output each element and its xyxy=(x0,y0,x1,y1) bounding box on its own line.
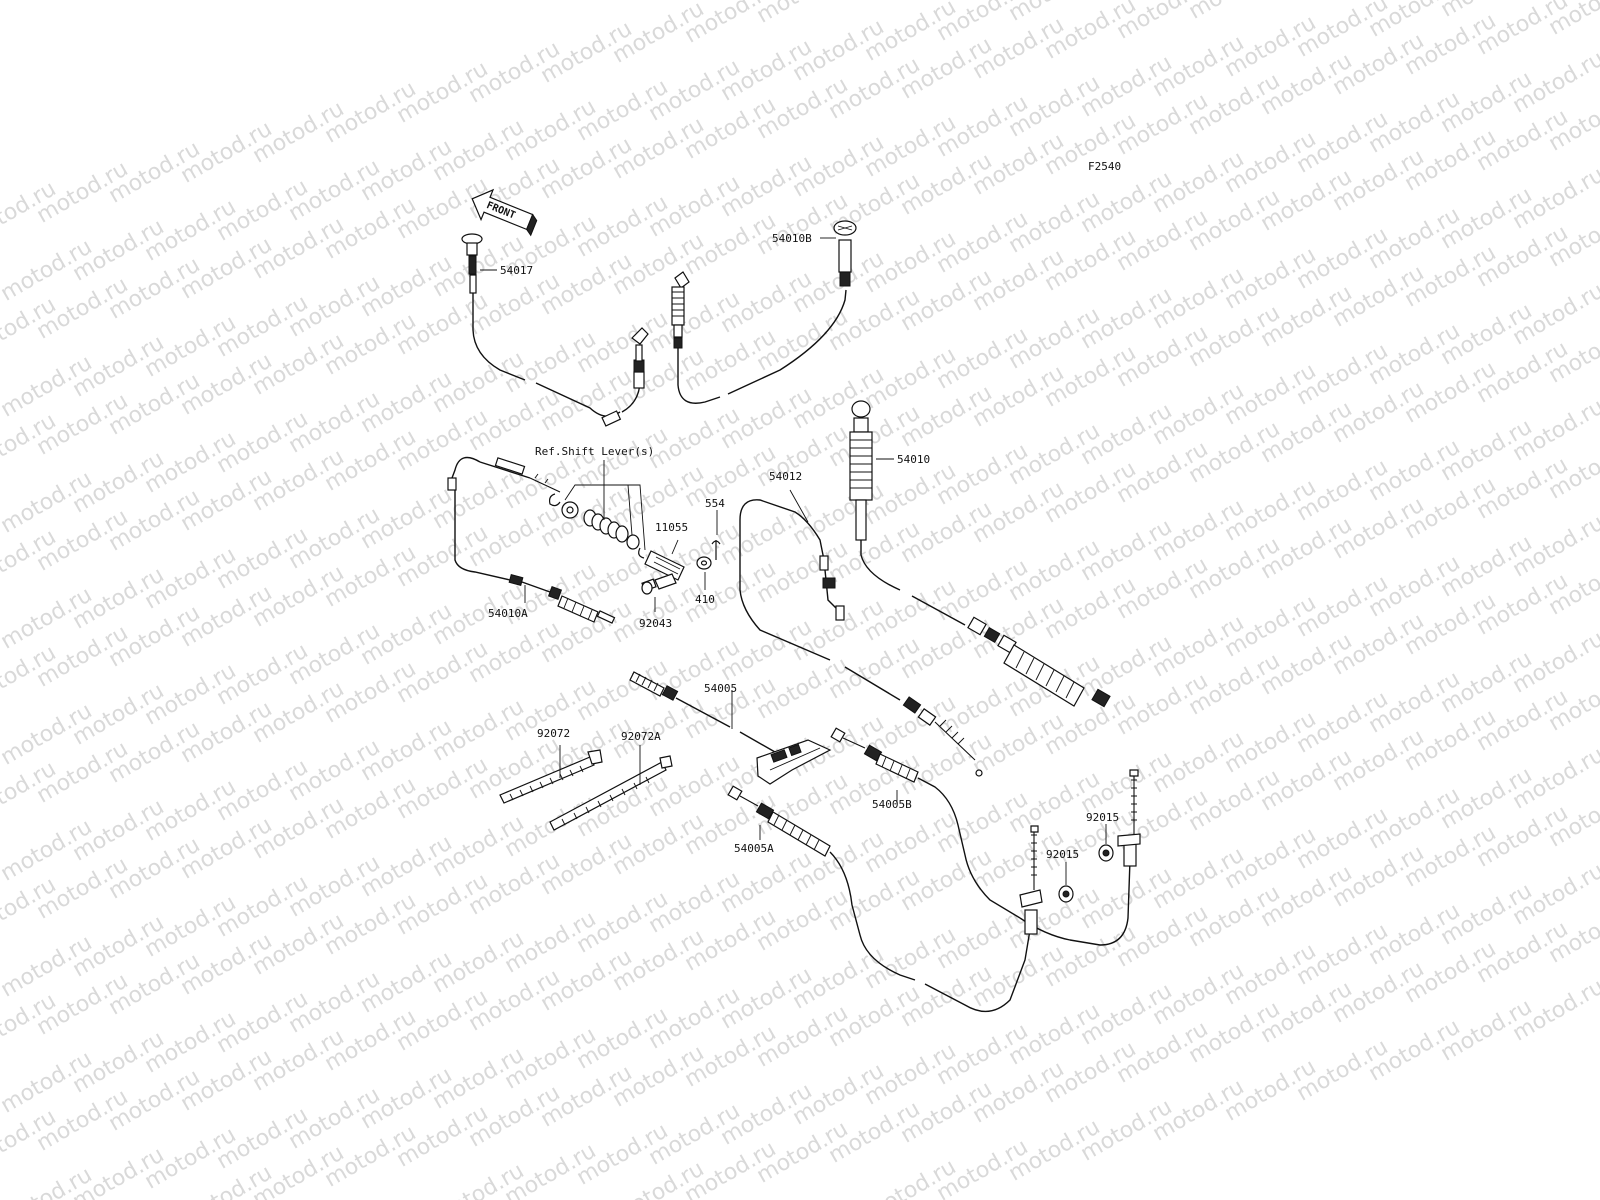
label-54005: 54005 xyxy=(704,682,737,695)
cable-54017 xyxy=(461,233,649,427)
cable-tie-92072A xyxy=(549,755,673,831)
label-92015-lower: 92015 xyxy=(1046,848,1079,861)
ref-shift-lever-label: Ref.Shift Lever(s) xyxy=(535,445,654,458)
label-54010A: 54010A xyxy=(488,607,528,620)
nut-92015-lower xyxy=(1058,885,1074,903)
label-54005A: 54005A xyxy=(734,842,774,855)
label-92043: 92043 xyxy=(639,617,672,630)
label-54012: 54012 xyxy=(769,470,802,483)
label-92072A: 92072A xyxy=(621,730,661,743)
label-54010: 54010 xyxy=(897,453,930,466)
label-54010B: 54010B xyxy=(772,232,812,245)
cable-54010B xyxy=(671,220,857,404)
label-92015-upper: 92015 xyxy=(1086,811,1119,824)
cable-54005B xyxy=(830,727,1141,946)
label-410: 410 xyxy=(695,593,715,606)
cable-54010A xyxy=(447,456,616,624)
shift-lever-parts xyxy=(548,493,721,595)
label-54017: 54017 xyxy=(500,264,533,277)
cable-54012 xyxy=(739,499,983,777)
nut-92015-upper xyxy=(1098,844,1114,862)
cable-54010 xyxy=(849,400,1111,708)
cable-tie-92072 xyxy=(499,749,603,804)
figure-code: F2540 xyxy=(1088,160,1121,173)
label-11055: 11055 xyxy=(655,521,688,534)
label-92072: 92072 xyxy=(537,727,570,740)
label-554: 554 xyxy=(705,497,725,510)
cable-54005A xyxy=(727,785,1043,1013)
front-arrow-icon xyxy=(471,188,538,237)
label-54005B: 54005B xyxy=(872,798,912,811)
cable-54005 xyxy=(629,671,832,785)
